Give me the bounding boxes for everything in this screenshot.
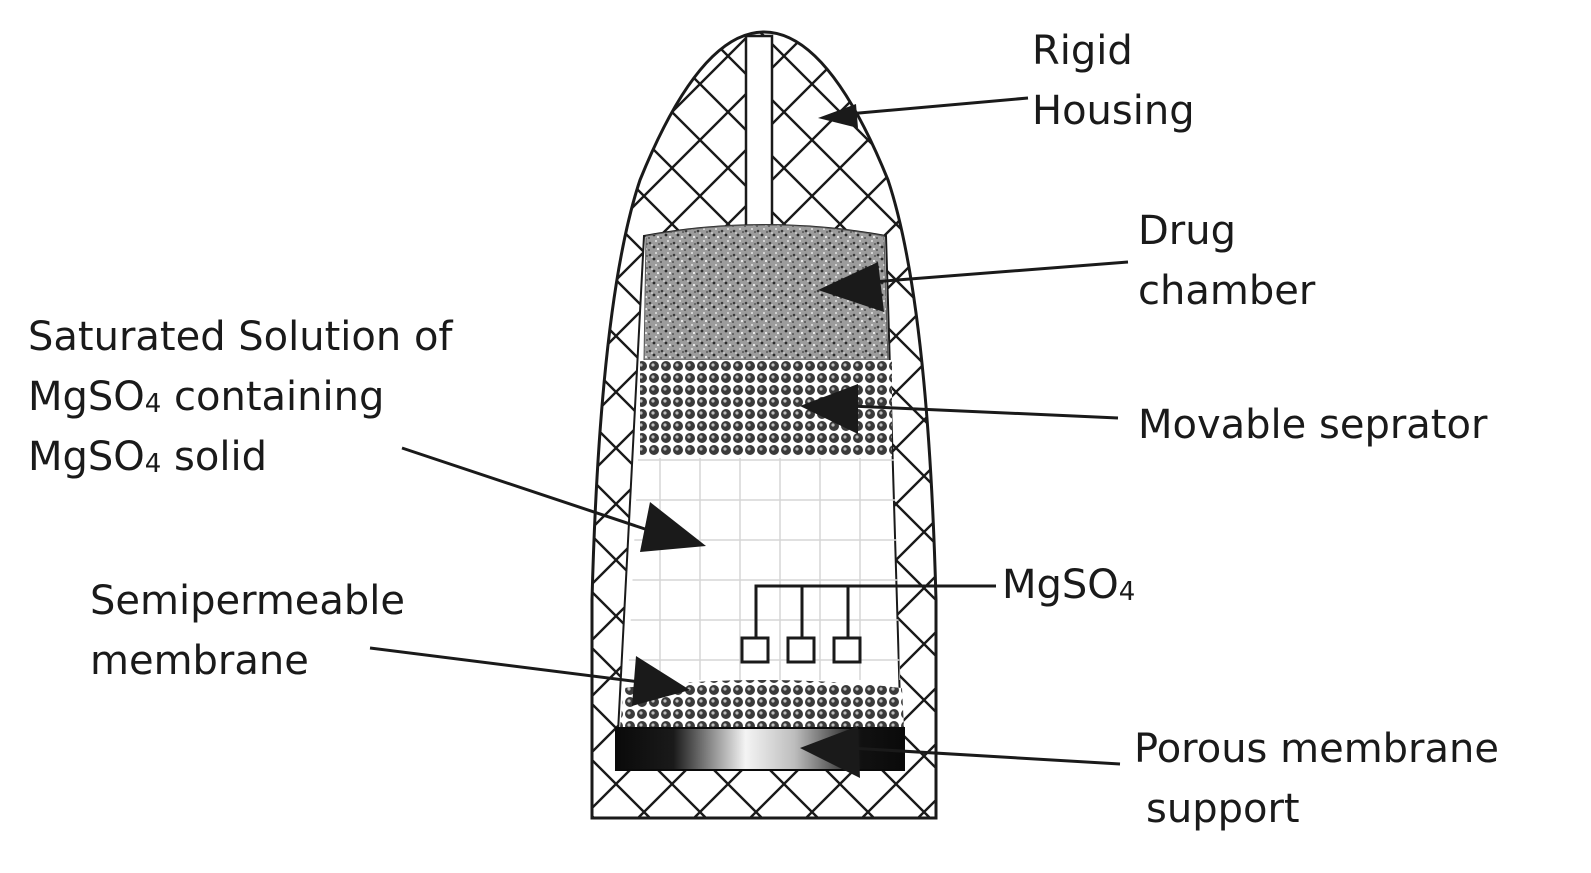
label-membrane: membrane [90,638,309,684]
pointer-rigid-housing [818,96,1029,128]
semipermeable-membrane [620,680,904,728]
drug-chamber [643,224,889,361]
label-mgso4: MgSO4 [1002,562,1135,608]
pointer-drug-chamber [818,260,1129,312]
saturated-solution-region [628,458,900,680]
pointer-movable-separator [800,384,1119,434]
pointer-semipermeable-membrane [369,646,690,706]
label-housing: Housing [1032,88,1195,134]
label-support: support [1146,786,1300,832]
label-semipermeable: Semipermeable [90,578,405,624]
label-rigid: Rigid [1032,28,1133,74]
label-porous-membrane: Porous membrane [1134,726,1499,772]
pointer-saturated-solution [401,446,706,552]
delivery-orifice [744,34,774,238]
mgso4-bracket [754,584,996,638]
pointer-porous-support [800,726,1121,778]
label-saturated-line2: MgSO4 containing [28,374,384,420]
label-drug: Drug [1138,208,1236,254]
label-movable-separator: Movable seprator [1138,402,1488,448]
label-saturated-line3: MgSO4 solid [28,434,267,480]
label-saturated-line1: Saturated Solution of [28,314,453,360]
mgso4-crystals [740,636,862,664]
label-chamber: chamber [1138,268,1316,314]
